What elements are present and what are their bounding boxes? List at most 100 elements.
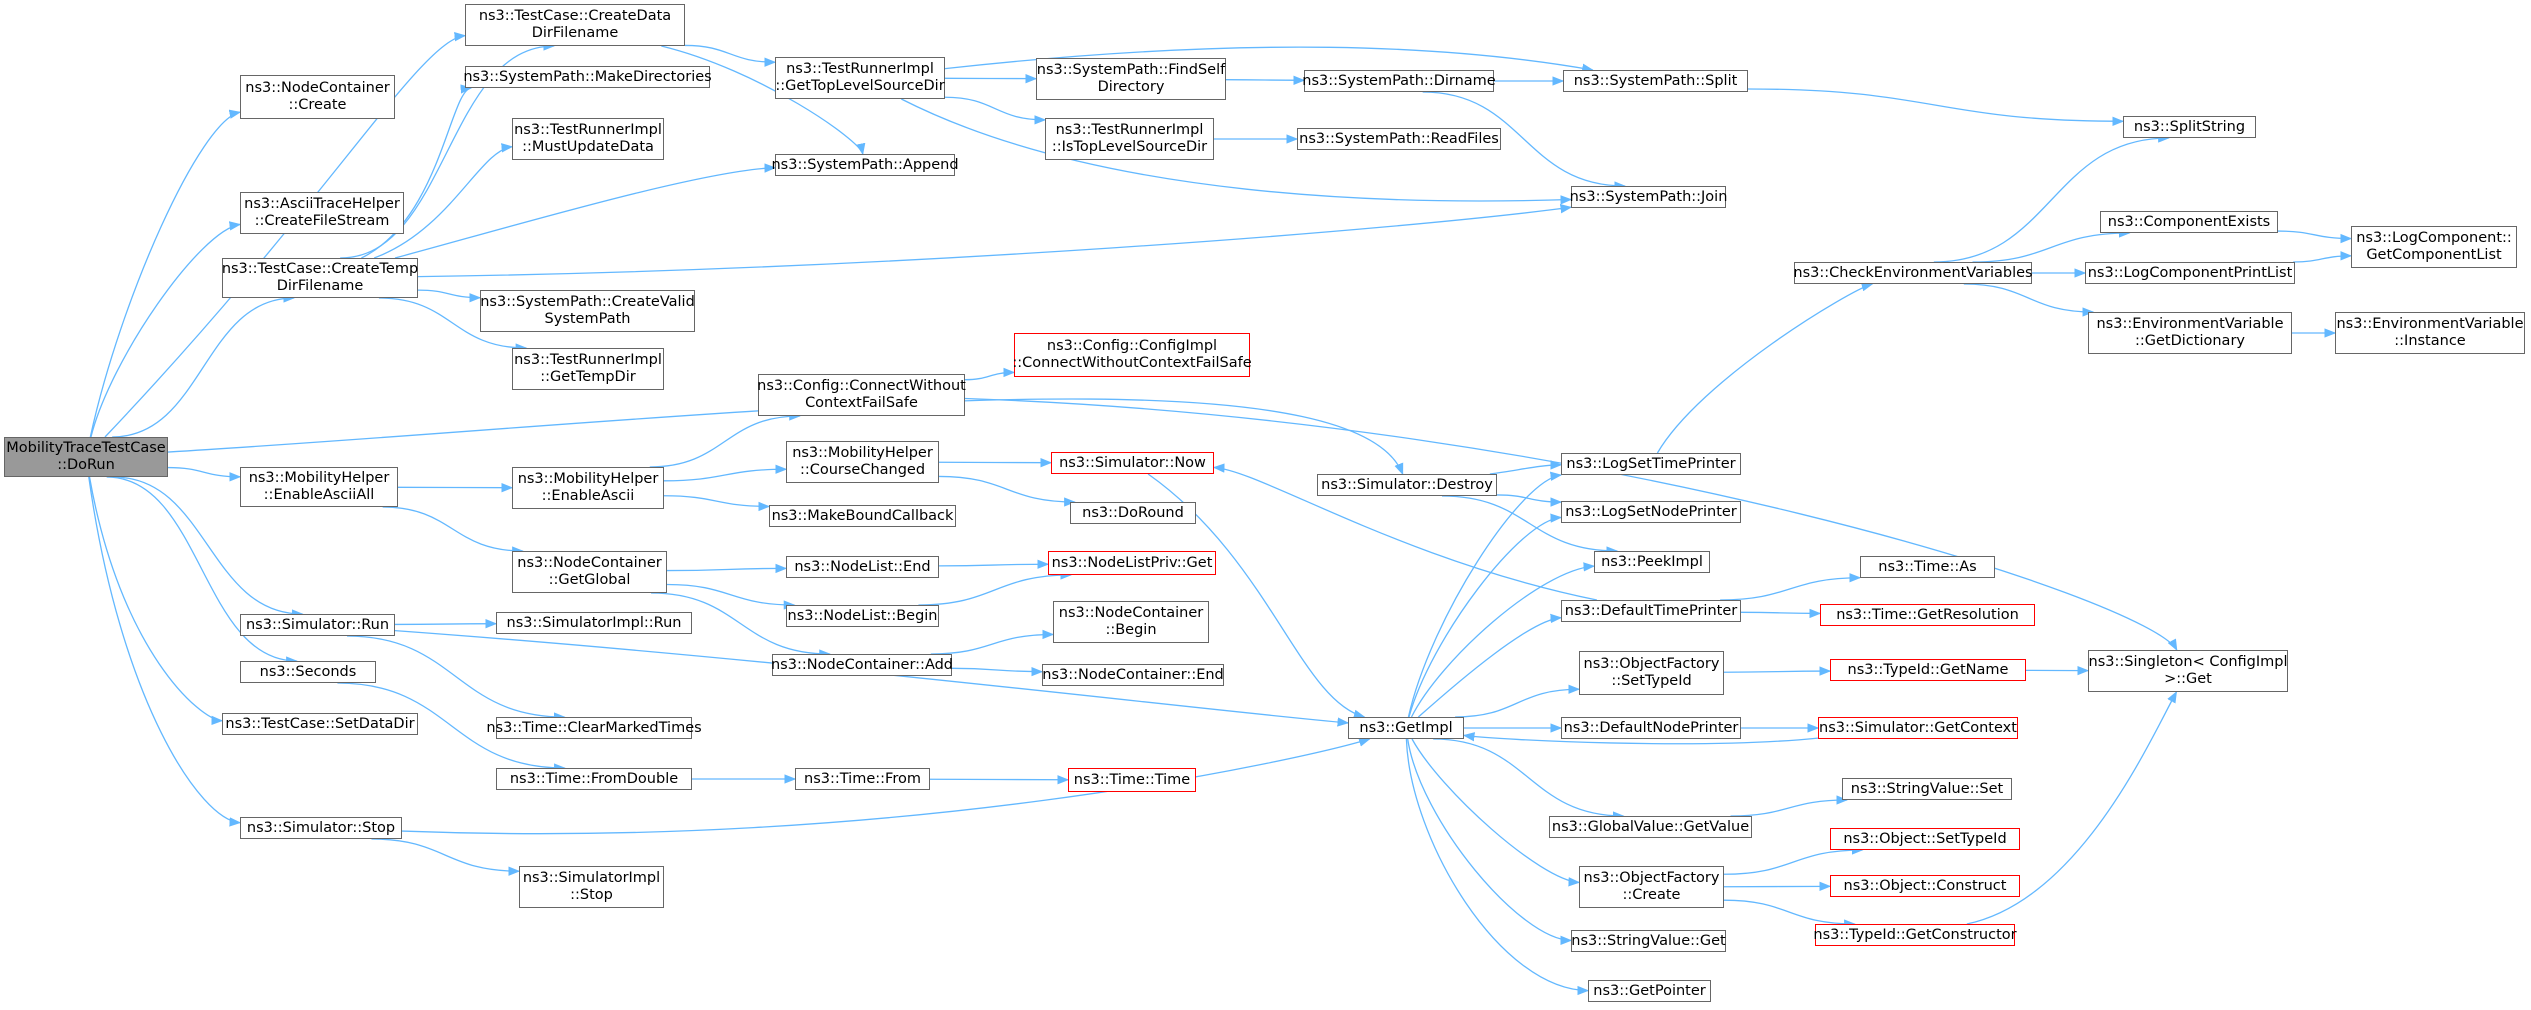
function-node[interactable]: ns3::Simulator::Destroy [1317, 474, 1497, 496]
function-node[interactable]: ns3::MakeBoundCallback [769, 505, 956, 527]
function-node[interactable]: ns3::TypeId::GetName [1830, 659, 2026, 681]
call-edge-n20-n30 [944, 96, 1047, 125]
function-node[interactable]: ns3::ObjectFactory::Create [1579, 866, 1724, 908]
function-node[interactable]: ns3::GlobalValue::GetValue [1549, 816, 1752, 838]
function-node-label: ns3::MobilityHelper [248, 470, 390, 486]
function-node-label: ns3::MakeBoundCallback [771, 507, 954, 524]
function-node[interactable]: ns3::TestRunnerImpl::GetTempDir [512, 348, 664, 390]
function-node[interactable]: ns3::LogComponent::GetComponentList [2351, 226, 2517, 268]
function-node[interactable]: ns3::NodeListPriv::Get [1048, 551, 1216, 575]
function-node[interactable]: ns3::TestRunnerImpl::GetTopLevelSourceDi… [775, 57, 945, 99]
function-node-label: ns3::DefaultTimePrinter [1564, 602, 1738, 619]
function-node[interactable]: ns3::NodeList::Begin [786, 605, 939, 627]
function-node[interactable]: ns3::Config::ConfigImpl::ConnectWithoutC… [1012, 333, 1252, 377]
function-node[interactable]: ns3::LogSetNodePrinter [1561, 501, 1741, 523]
call-edge-n5-n41 [394, 629, 1350, 727]
function-node[interactable]: ns3::CheckEnvironmentVariables [1793, 262, 2033, 284]
function-node[interactable]: ns3::StringValue::Set [1842, 778, 2012, 800]
function-node[interactable]: ns3::Simulator::Now [1051, 452, 1214, 474]
function-node[interactable]: ns3::ComponentExists [2100, 211, 2278, 233]
function-node[interactable]: ns3::NodeContainer::Add [771, 654, 953, 676]
function-node[interactable]: ns3::NodeContainer::GetGlobal [512, 551, 667, 593]
function-node-label: ns3::Simulator::Now [1059, 454, 1206, 471]
function-node[interactable]: ns3::Singleton< ConfigImpl>::Get [2088, 650, 2288, 692]
function-node[interactable]: ns3::AsciiTraceHelper::CreateFileStream [240, 192, 404, 234]
function-node[interactable]: ns3::MobilityHelper::EnableAsciiAll [240, 467, 398, 507]
function-node[interactable]: ns3::Object::Construct [1830, 875, 2020, 897]
function-node-label: ns3::NodeContainer::End [1042, 666, 1224, 683]
function-node[interactable]: ns3::SystemPath::Split [1563, 70, 1748, 92]
function-node[interactable]: ns3::ObjectFactory::SetTypeId [1579, 651, 1724, 695]
call-edge-n0-n1 [89, 109, 242, 438]
function-node-label: ns3::SystemPath::CreateValid [480, 294, 695, 310]
call-edge-n41-n51 [1411, 738, 1581, 887]
function-node[interactable]: ns3::TestRunnerImpl::IsTopLevelSourceDir [1045, 118, 1214, 160]
function-node[interactable]: ns3::GetPointer [1588, 980, 1711, 1002]
call-edge-n0-n9 [104, 32, 467, 438]
function-node[interactable]: ns3::SystemPath::MakeDirectories [463, 66, 712, 88]
call-edge-n41-n48 [1455, 684, 1581, 718]
function-node[interactable]: ns3::SystemPath::ReadFiles [1297, 128, 1501, 150]
function-node-label: ns3::NodeListPriv::Get [1051, 554, 1213, 571]
call-edge-n29-n38 [1225, 75, 1306, 85]
function-node[interactable]: ns3::PeekImpl [1594, 551, 1710, 573]
function-node[interactable]: ns3::NodeContainer::Begin [1053, 601, 1209, 643]
function-node[interactable]: ns3::StringValue::Get [1571, 930, 1726, 952]
function-node[interactable]: ns3::Time::GetResolution [1820, 604, 2035, 626]
function-node[interactable]: ns3::Simulator::Stop [240, 817, 402, 839]
function-node[interactable]: ns3::MobilityHelper::EnableAscii [512, 467, 664, 509]
function-node[interactable]: ns3::LogComponentPrintList [2085, 262, 2295, 284]
function-node[interactable]: ns3::GetImpl [1348, 717, 1464, 739]
function-node[interactable]: ns3::LogSetTimePrinter [1561, 453, 1741, 475]
function-node[interactable]: ns3::SystemPath::Dirname [1302, 70, 1496, 92]
function-node[interactable]: ns3::Simulator::GetContext [1818, 717, 2018, 739]
function-node[interactable]: ns3::NodeContainer::End [1042, 664, 1224, 686]
function-node[interactable]: ns3::NodeList::End [786, 556, 939, 578]
function-node[interactable]: ns3::Time::Time [1068, 768, 1196, 792]
function-node-label: ns3::Time::GetResolution [1836, 606, 2019, 623]
function-node-label: ns3::TestCase::CreateTemp [221, 261, 419, 277]
function-node[interactable]: ns3::SplitString [2123, 116, 2256, 138]
function-node[interactable]: ns3::SimulatorImpl::Stop [519, 866, 664, 908]
call-edge-n15-n25 [666, 563, 788, 574]
function-node[interactable]: ns3::TestCase::SetDataDir [222, 713, 418, 735]
function-node-label: ns3::SystemPath::ReadFiles [1299, 130, 1499, 147]
function-node-label: ns3::Seconds [259, 663, 357, 680]
function-node[interactable]: ns3::TypeId::GetConstructor [1813, 924, 2017, 946]
call-edge-n0-n4 [167, 466, 242, 482]
call-edge-n41-n47 [1417, 613, 1563, 718]
function-node-label: ns3::NodeContainer [517, 555, 662, 571]
call-edge-n54-n56 [1972, 228, 2131, 263]
function-node[interactable]: ns3::DefaultTimePrinter [1561, 600, 1741, 622]
function-node[interactable]: ns3::Time::FromDouble [496, 768, 692, 790]
function-node-label: ns3::ObjectFactory [1583, 870, 1720, 886]
function-node[interactable]: ns3::Object::SetTypeId [1830, 828, 2020, 850]
function-node[interactable]: ns3::SimulatorImpl::Run [496, 612, 692, 634]
function-node[interactable]: ns3::SystemPath::Join [1570, 186, 1727, 208]
function-node-label: ns3::Simulator::Run [245, 616, 390, 633]
function-node[interactable]: ns3::DoRound [1070, 502, 1196, 524]
function-node-label: ::EnableAsciiAll [263, 487, 375, 503]
function-node-label: ::EnableAscii [541, 488, 635, 504]
call-edge-n14-n23 [663, 464, 788, 482]
function-node[interactable]: ns3::MobilityHelper::CourseChanged [786, 441, 939, 483]
function-node[interactable]: ns3::Time::As [1860, 556, 1995, 578]
function-node[interactable]: ns3::Seconds [240, 661, 376, 683]
function-node[interactable]: ns3::NodeContainer::Create [240, 75, 395, 119]
function-node[interactable]: ns3::Time::ClearMarkedTimes [486, 717, 702, 739]
function-node[interactable]: ns3::Simulator::Run [240, 614, 395, 636]
function-node-label: ns3::Config::ConnectWithout [757, 378, 966, 394]
function-node[interactable]: ns3::TestRunnerImpl::MustUpdateData [512, 118, 664, 160]
function-node-label: ns3::TypeId::GetConstructor [1813, 926, 2017, 943]
call-edge-n54-n58 [1963, 283, 2095, 317]
function-node[interactable]: ns3::EnvironmentVariable::GetDictionary [2088, 312, 2292, 354]
function-node[interactable]: ns3::Time::From [795, 768, 930, 790]
function-node[interactable]: ns3::DefaultNodePrinter [1561, 717, 1741, 739]
function-node[interactable]: ns3::SystemPath::Append [771, 154, 959, 176]
function-node[interactable]: ns3::EnvironmentVariable::Instance [2335, 312, 2525, 354]
